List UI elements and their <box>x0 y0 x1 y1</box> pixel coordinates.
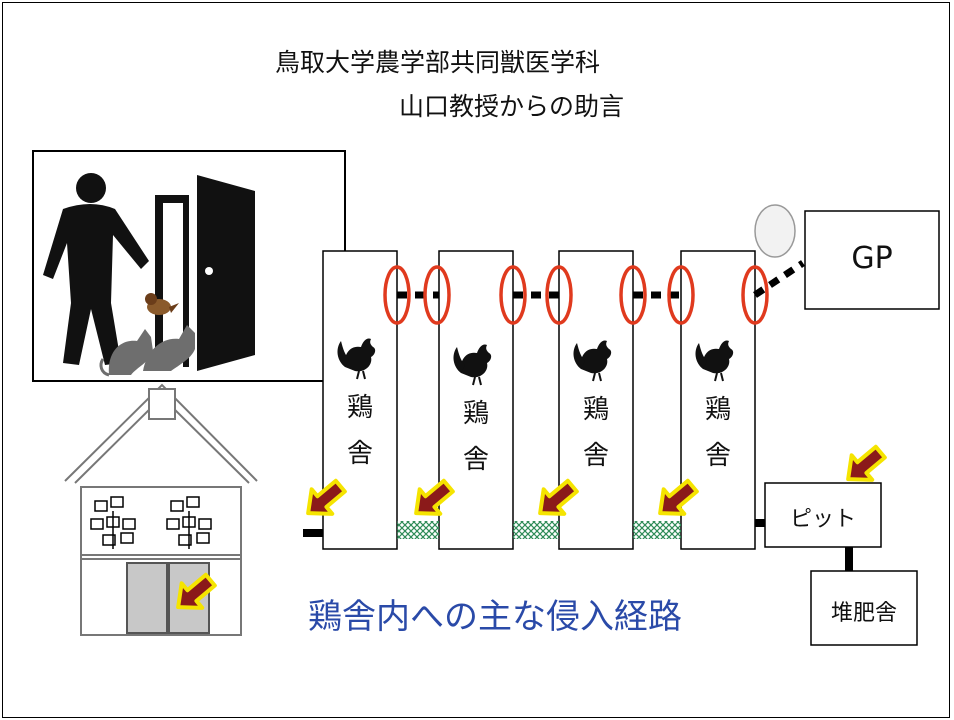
net-1 <box>397 521 439 539</box>
title-line-2: 山口教授からの助言 <box>399 92 625 121</box>
diagram-canvas <box>32 150 940 646</box>
person-icon <box>43 173 149 365</box>
gp-label: GP <box>851 241 893 276</box>
henhouse-label-4: 鶏舎 <box>704 395 731 471</box>
sparrow-icon <box>145 293 179 315</box>
diagram-caption: 鶏舎内への主な侵入経路 <box>308 597 682 637</box>
pit-box <box>764 482 882 548</box>
pit-label: ピット <box>789 507 856 532</box>
net-2 <box>513 521 559 539</box>
compost-label: 堆肥舎 <box>830 601 897 626</box>
corridors <box>397 260 805 299</box>
gp-box <box>804 210 940 310</box>
opening-markers <box>383 265 769 325</box>
egg-icon <box>754 204 796 258</box>
pipe-left <box>303 529 323 537</box>
pipe-right <box>755 519 765 527</box>
henhouse-label-3: 鶏舎 <box>582 395 609 471</box>
cage-rack-right <box>166 496 212 549</box>
net-3 <box>633 521 681 539</box>
intrusion-illustration <box>32 150 346 382</box>
henhouse-label-2: 鶏舎 <box>462 399 489 475</box>
henhouse-label-1: 鶏舎 <box>346 393 373 469</box>
cats-icon <box>99 325 195 377</box>
title-line-1: 鳥取大学農学部共同獣医学科 <box>275 48 601 77</box>
house-cross-section <box>64 383 258 636</box>
pit-connector <box>845 547 853 571</box>
cage-rack-left <box>90 496 136 549</box>
compost-box <box>810 570 918 646</box>
